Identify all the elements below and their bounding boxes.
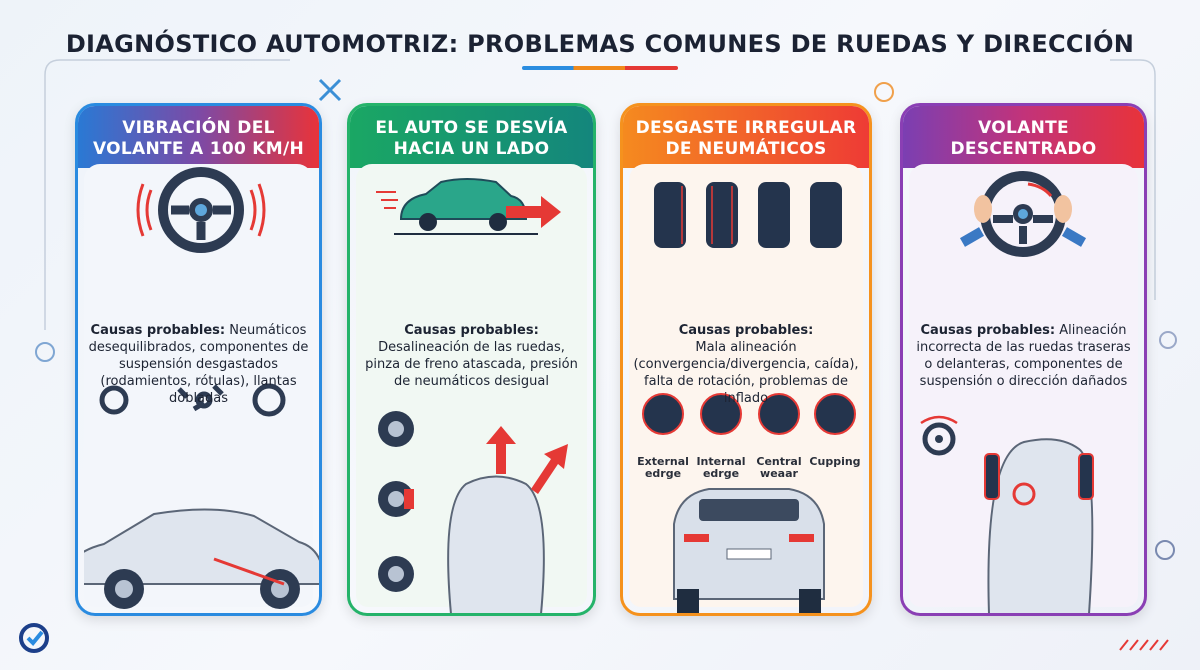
causes-text: Causas probables: Desalineación de las r… [360, 322, 583, 390]
card-header: EL AUTO SE DESVÍA HACIA UN LADO [350, 106, 593, 168]
causes-label: Causas probables: [678, 323, 814, 338]
title-underline [522, 66, 678, 70]
tools-icon [318, 78, 342, 102]
causes-label: Causas probables: [90, 323, 226, 338]
causes-description: Mala alineación (convergencia/divergenci… [633, 340, 859, 406]
card-off-center-steering: VOLANTE DESCENTRADO [900, 103, 1147, 616]
car-top-icon [984, 438, 1094, 613]
wear-label-central: Central weaar [756, 455, 802, 480]
card-car-pulls: EL AUTO SE DESVÍA HACIA UN LADO [347, 103, 596, 616]
card-header: VIBRACIÓN DEL VOLANTE A 100 KM/H [78, 106, 319, 168]
card-uneven-tire-wear: DESGASTE IRREGULAR DE NEUMÁTICOS Causas … [620, 103, 872, 616]
car-rear-icon [673, 488, 825, 613]
card-title-line: EL AUTO SE DESVÍA [375, 118, 568, 138]
card-header: DESGASTE IRREGULAR DE NEUMÁTICOS [623, 106, 869, 168]
card-body: Causas probables: Neumáticos desequilibr… [84, 164, 319, 609]
causes-description: Neumáticos desequilibrados, componentes … [88, 323, 309, 406]
card-title-line: VOLANTE [978, 118, 1069, 138]
parts-icons [99, 383, 286, 417]
gear-icon [35, 342, 55, 362]
gear-icon [1155, 540, 1175, 560]
card-body: Causas probables: Alineación incorrecta … [909, 164, 1138, 613]
causes-label: Causas probables: [404, 323, 539, 338]
tire-tread-icons [642, 182, 856, 613]
gear-icon [874, 82, 894, 102]
card-steering-vibration: VIBRACIÓN DEL VOLANTE A 100 KM/H Caus [75, 103, 322, 616]
causes-label: Causas probables: [920, 323, 1056, 338]
card-title-line: DE NEUMÁTICOS [665, 139, 827, 159]
wear-label-internal: Internal edrge [696, 455, 746, 480]
car-pulling-icon [376, 178, 561, 235]
causes-text: Causas probables: Alineación incorrecta … [913, 322, 1134, 390]
causes-text: Causas probables: Mala alineación (conve… [633, 322, 859, 407]
card-title-line: DESGASTE IRREGULAR [635, 118, 857, 138]
page-title: DIAGNÓSTICO AUTOMOTRIZ: PROBLEMAS COMUNE… [65, 30, 1135, 58]
brake-wheel-icons [378, 411, 414, 592]
car-side-icon [84, 508, 319, 609]
steering-wheel-icon [136, 167, 266, 253]
card-header: VOLANTE DESCENTRADO [903, 106, 1144, 168]
card-body: Causas probables: Desalineación de las r… [356, 164, 587, 613]
card-title-line: VIBRACIÓN DEL [122, 118, 275, 138]
hands-steering-wheel-icon [959, 171, 1087, 257]
card-title-line: HACIA UN LADO [393, 139, 550, 159]
causes-text: Causas probables: Neumáticos desequilibr… [88, 322, 309, 407]
card-title-line: VOLANTE A 100 KM/H [92, 139, 305, 159]
brand-logo-icon [19, 623, 49, 653]
small-steering-wheel-icon [920, 415, 958, 456]
causes-description: Desalineación de las ruedas, pinza de fr… [365, 340, 578, 389]
card-title-line: DESCENTRADO [950, 139, 1097, 159]
wear-label-cupping: Cupping [809, 455, 861, 468]
causes-description: Alineación incorrecta de las ruedas tras… [916, 323, 1131, 389]
card-body: Causas probables: Mala alineación (conve… [629, 164, 863, 613]
car-top-icon [447, 426, 568, 613]
wear-label-external: External edrge [637, 455, 689, 480]
